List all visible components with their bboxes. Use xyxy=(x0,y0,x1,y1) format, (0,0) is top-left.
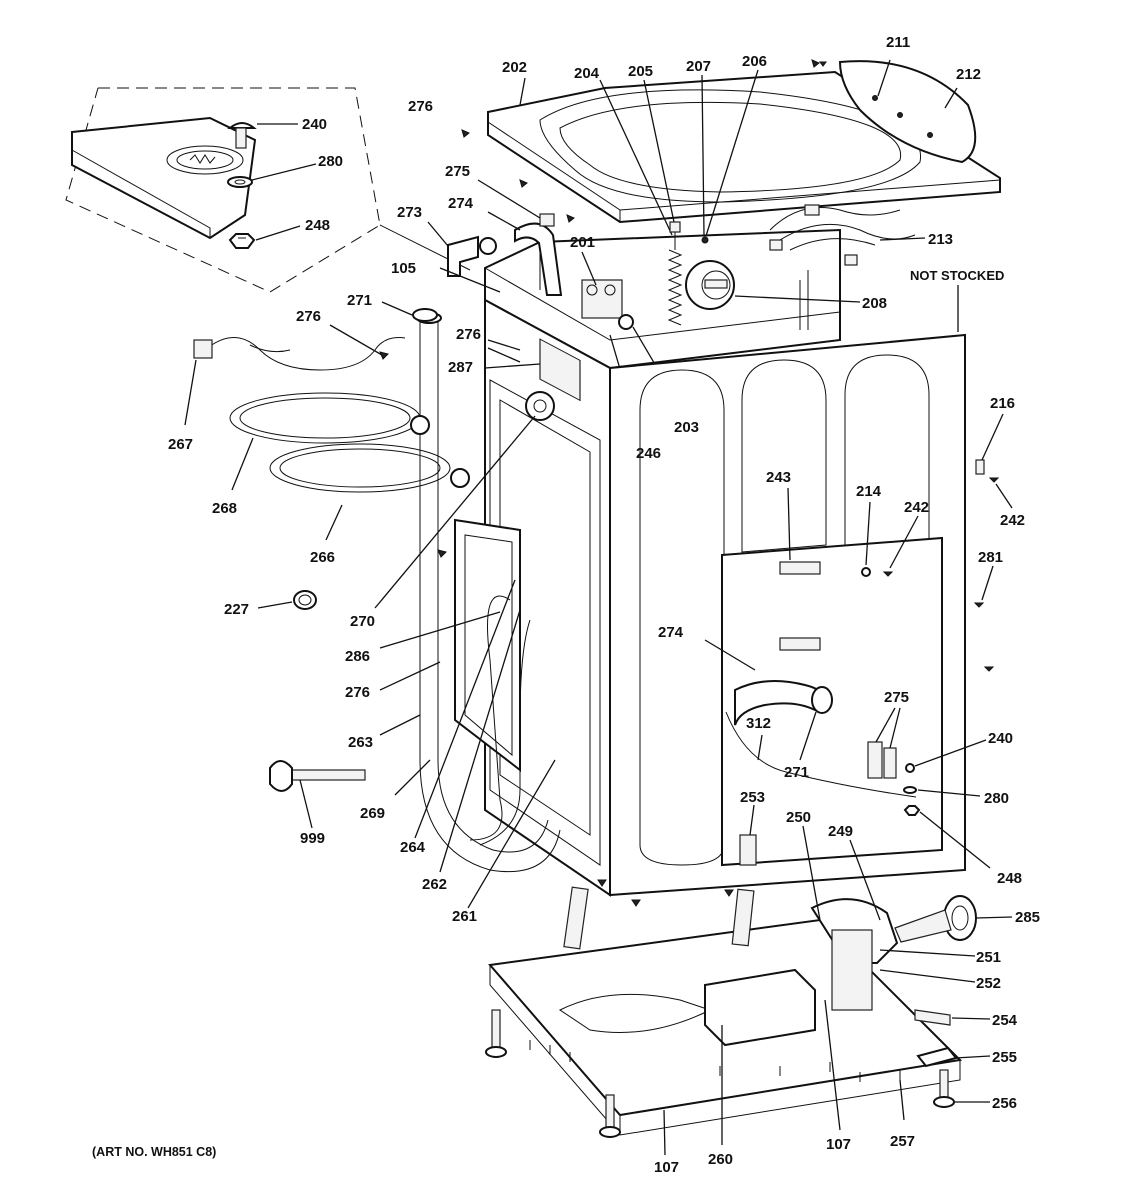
callout-107: 107 xyxy=(654,1159,679,1176)
callout-203: 203 xyxy=(674,419,699,436)
callout-105: 105 xyxy=(391,260,416,277)
callout-208: 208 xyxy=(862,295,887,312)
callout-252: 252 xyxy=(976,975,1001,992)
callout-250: 250 xyxy=(786,809,811,826)
callout-213: 213 xyxy=(928,231,953,248)
callout-204: 204 xyxy=(574,65,600,82)
callout-286: 286 xyxy=(345,648,370,665)
callout-276: 276 xyxy=(408,98,433,115)
callout-207: 207 xyxy=(686,58,711,75)
callout-266: 266 xyxy=(310,549,335,566)
callout-255: 255 xyxy=(992,1049,1017,1066)
callout-260: 260 xyxy=(708,1151,733,1168)
callout-248: 248 xyxy=(997,870,1022,887)
callout-280: 280 xyxy=(318,153,343,170)
callout-201: 201 xyxy=(570,234,595,251)
callout-269: 269 xyxy=(360,805,385,822)
callout-274: 274 xyxy=(658,624,684,641)
callout-214: 214 xyxy=(856,483,882,500)
callout-257: 257 xyxy=(890,1133,915,1150)
callout-240: 240 xyxy=(988,730,1013,747)
callout-264: 264 xyxy=(400,839,426,856)
callout-271: 271 xyxy=(347,292,372,309)
callout-270: 270 xyxy=(350,613,375,630)
callout-254: 254 xyxy=(992,1012,1018,1029)
callout-276: 276 xyxy=(456,326,481,343)
callout-212: 212 xyxy=(956,66,981,83)
base-assembly xyxy=(485,825,1013,1156)
hoses-group xyxy=(184,267,561,909)
callout-256: 256 xyxy=(992,1095,1017,1112)
callout-253: 253 xyxy=(740,789,765,806)
callout-312: 312 xyxy=(746,715,771,732)
callout-274: 274 xyxy=(448,195,474,212)
callout-202: 202 xyxy=(502,59,527,76)
callout-205: 205 xyxy=(628,63,653,80)
callout-227: 227 xyxy=(224,601,249,618)
rear-internal-parts xyxy=(704,413,1013,869)
inset-detail xyxy=(65,87,471,293)
callout-263: 263 xyxy=(348,734,373,751)
callout-251: 251 xyxy=(976,949,1001,966)
callout-249: 249 xyxy=(828,823,853,840)
callout-280: 280 xyxy=(984,790,1009,807)
callout-242: 242 xyxy=(904,499,929,516)
cabinet-body xyxy=(374,285,966,897)
callout-276: 276 xyxy=(296,308,321,325)
callout-242: 242 xyxy=(1000,512,1025,529)
callout-273: 273 xyxy=(397,204,422,221)
callout-271: 271 xyxy=(784,764,809,781)
top-cover-assembly xyxy=(487,59,1001,224)
callout-261: 261 xyxy=(452,908,477,925)
callout-275: 275 xyxy=(884,689,909,706)
callout-999: 999 xyxy=(300,830,325,847)
callout-285: 285 xyxy=(1015,909,1040,926)
callout-246: 246 xyxy=(636,445,661,462)
callout-248: 248 xyxy=(305,217,330,234)
callout-206: 206 xyxy=(742,53,767,70)
callout-275: 275 xyxy=(445,163,470,180)
callout-240: 240 xyxy=(302,116,327,133)
callout-107: 107 xyxy=(826,1136,851,1153)
art-number: (ART NO. WH851 C8) xyxy=(92,1145,216,1159)
callout-287: 287 xyxy=(448,359,473,376)
callout-268: 268 xyxy=(212,500,237,517)
callout-211: 211 xyxy=(886,34,910,51)
callout-262: 262 xyxy=(422,876,447,893)
callout-216: 216 xyxy=(990,395,1015,412)
callout-267: 267 xyxy=(168,436,193,453)
callout-281: 281 xyxy=(978,549,1003,566)
not-stocked-note: NOT STOCKED xyxy=(910,268,1004,283)
callout-276: 276 xyxy=(345,684,370,701)
callout-243: 243 xyxy=(766,469,791,486)
callout-labels: 202 204 205 207 206 211 212 276 240 280 … xyxy=(92,34,1040,1176)
